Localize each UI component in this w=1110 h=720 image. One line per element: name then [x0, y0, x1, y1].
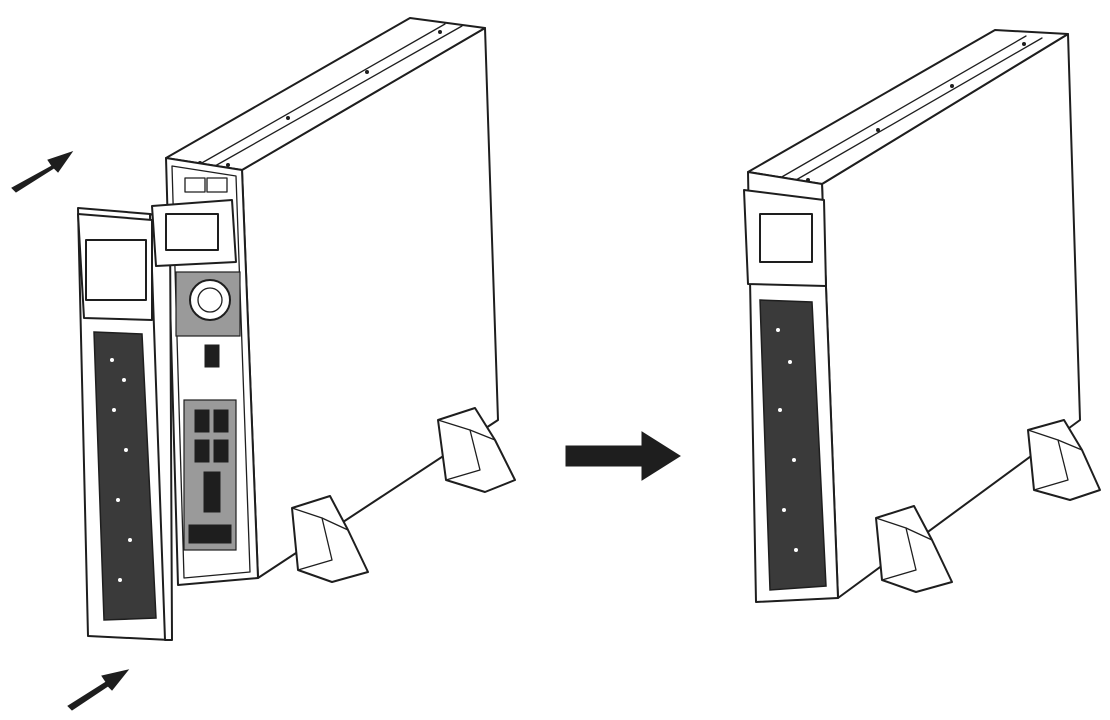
control-display-module	[151, 199, 237, 267]
fan-icon	[189, 279, 231, 321]
arrow-up-right-icon	[11, 151, 74, 193]
arrow-up-right-icon	[67, 669, 130, 711]
stand-foot-rear	[1027, 419, 1101, 501]
stand-foot-front	[875, 505, 953, 593]
front-bezel-detached	[77, 207, 173, 641]
stand-foot-front	[291, 495, 369, 583]
ups-unit-open	[165, 17, 516, 586]
bezel-display-window	[85, 239, 147, 301]
arrow-right-icon	[565, 431, 681, 481]
rear-outlets	[183, 399, 237, 551]
lcd-screen	[759, 213, 813, 263]
bezel-vent-panel	[759, 299, 827, 591]
ups-unit-assembled	[743, 29, 1101, 603]
bezel-vent-panel	[93, 331, 157, 621]
lcd-screen	[165, 213, 219, 251]
stand-foot-rear	[437, 407, 516, 493]
